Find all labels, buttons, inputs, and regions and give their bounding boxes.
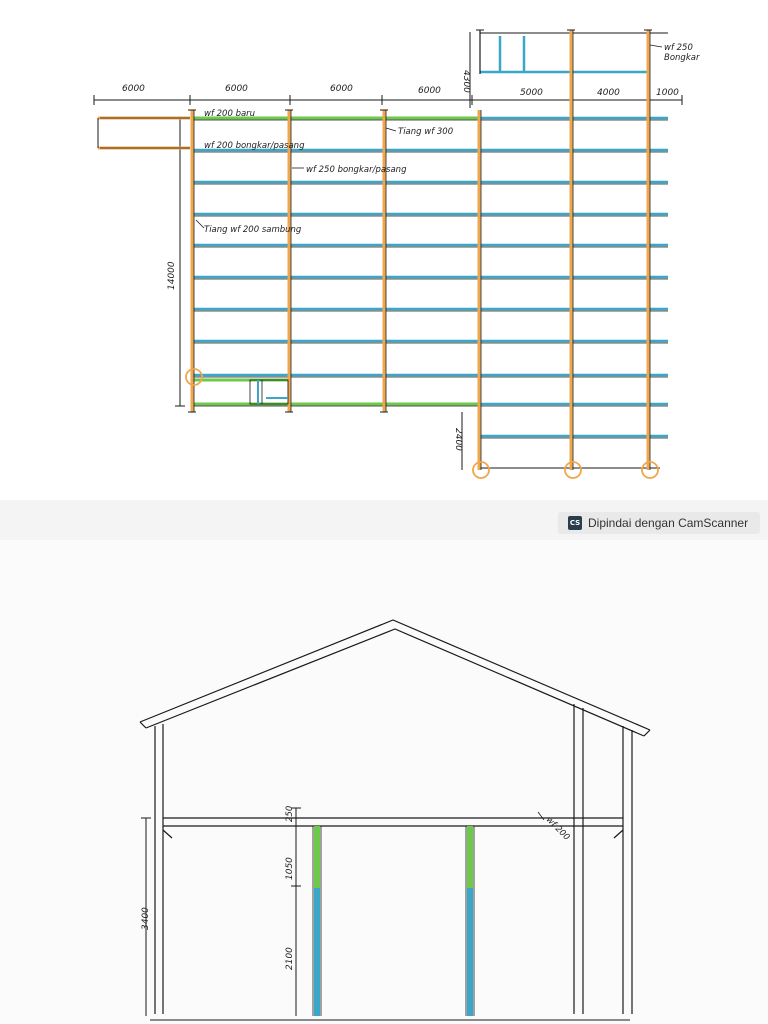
camscanner-logo-icon: CS (568, 516, 582, 530)
circle-marker-left (185, 368, 203, 386)
dim-label-top-4: 6000 (418, 86, 441, 96)
top-dimension-chain (93, 95, 683, 105)
tie-beam (162, 817, 624, 839)
elevation-dimensions (141, 807, 630, 1021)
gable-roof (139, 619, 651, 737)
lower-left-infill (249, 379, 289, 405)
dim-label-top-2: 6000 (225, 84, 248, 94)
label-bongkar-top: Bongkar (664, 53, 700, 63)
camscanner-badge: CS Dipindai dengan CamScanner (558, 512, 760, 534)
dim-label-2100: 2100 (285, 947, 295, 970)
dim-label-3400: 3400 (141, 907, 151, 930)
label-wf200-bongkar-pasang: wf 200 bongkar/pasang (204, 141, 305, 151)
label-wf250-top: wf 250 (664, 43, 693, 53)
interior-column-right (465, 826, 475, 1016)
horizontal-beams (192, 32, 668, 469)
framing-plan-drawing: 6000 6000 6000 6000 5000 4000 1000 14000… (93, 29, 700, 479)
column-ink-lines (193, 30, 651, 470)
dim-label-top-3: 6000 (330, 84, 353, 94)
leader-note (537, 811, 545, 821)
note-wf200: wf 200 (544, 815, 571, 842)
circled-columns (185, 368, 659, 479)
dim-label-4300: 4300 (461, 70, 471, 93)
label-wf200-baru: wf 200 baru (204, 109, 255, 119)
dim-label-right-1: 5000 (520, 88, 543, 98)
circle-marker-bottom-1 (472, 461, 490, 479)
framing-plan-sheet: 6000 6000 6000 6000 5000 4000 1000 14000… (0, 0, 768, 500)
column-markers (188, 29, 652, 413)
elevation-sheet: 3400 1050 2100 250 wf 200 (0, 540, 768, 1024)
interior-column-left (312, 826, 322, 1016)
outer-posts (154, 704, 633, 1014)
dim-label-right-3: 1000 (656, 88, 679, 98)
left-cantilever (97, 116, 190, 150)
camscanner-caption: Dipindai dengan CamScanner (588, 516, 749, 530)
dim-label-top-1: 6000 (122, 84, 145, 94)
leader-wf200-sambung (195, 219, 205, 229)
dim-label-1050: 1050 (285, 857, 295, 880)
dim-label-14000: 14000 (167, 261, 177, 290)
dim-label-small: 250 (285, 806, 295, 822)
label-wf250-bongkar-pasang: wf 250 bongkar/pasang (306, 165, 407, 175)
vertical-columns (190, 30, 650, 470)
leader-wf250-top (649, 44, 663, 48)
dim-label-right-2: 4000 (597, 88, 620, 98)
label-tiang-wf300: Tiang wf 300 (398, 127, 453, 137)
circle-marker-bottom-2 (564, 461, 582, 479)
beam-ink-lines (192, 119, 668, 439)
elevation-drawing: 3400 1050 2100 250 wf 200 (139, 619, 651, 1021)
leader-wf300 (385, 127, 397, 132)
label-tiang-wf200-sambung: Tiang wf 200 sambung (204, 225, 302, 235)
circle-marker-bottom-3 (641, 461, 659, 479)
dim-label-2400: 2400 (453, 428, 463, 451)
